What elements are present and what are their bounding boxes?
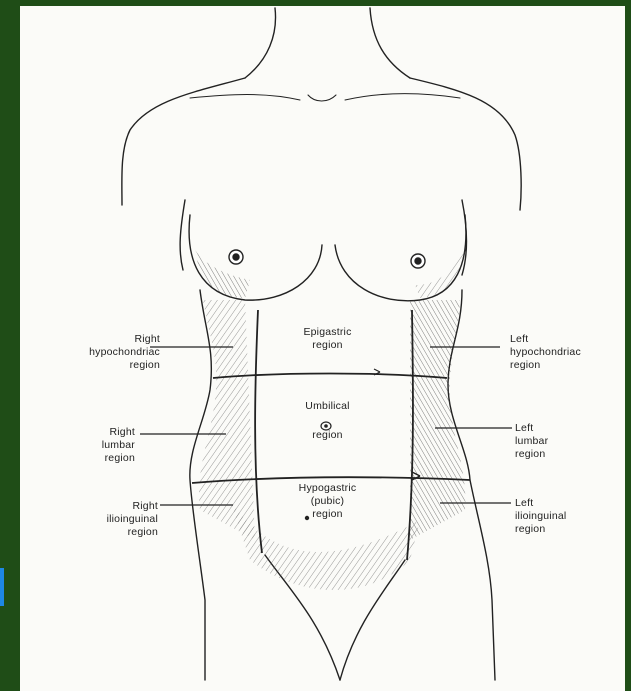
neck-left-outline — [245, 8, 276, 78]
midclavicular-line-right — [255, 310, 262, 553]
label-hypogastric: Hypogastric (pubic) region — [285, 482, 370, 521]
label-left-lumbar: Left lumbar region — [515, 422, 605, 461]
shade-right-flank — [410, 300, 465, 540]
label-right-hypochondriac: Right hypochondriac region — [30, 333, 160, 372]
label-right-ilioinguinal: Right ilioinguinal region — [58, 500, 158, 539]
neck-right-outline — [370, 8, 410, 78]
label-epigastric: Epigastric region — [290, 326, 365, 352]
label-left-hypochondriac: Left hypochondriac region — [510, 333, 620, 372]
clavicle-left — [190, 95, 300, 101]
label-left-ilioinguinal: Left ilioinguinal region — [515, 497, 605, 536]
label-umbilical: Umbilical region — [290, 400, 365, 442]
right-shoulder-outline — [410, 78, 521, 210]
label-right-lumbar: Right lumbar region — [55, 426, 135, 465]
left-arm-inner — [180, 200, 185, 270]
clavicle-right — [345, 94, 460, 100]
sternal-notch — [308, 95, 336, 101]
left-breast-outline — [189, 215, 322, 300]
left-shoulder-outline — [122, 78, 245, 205]
